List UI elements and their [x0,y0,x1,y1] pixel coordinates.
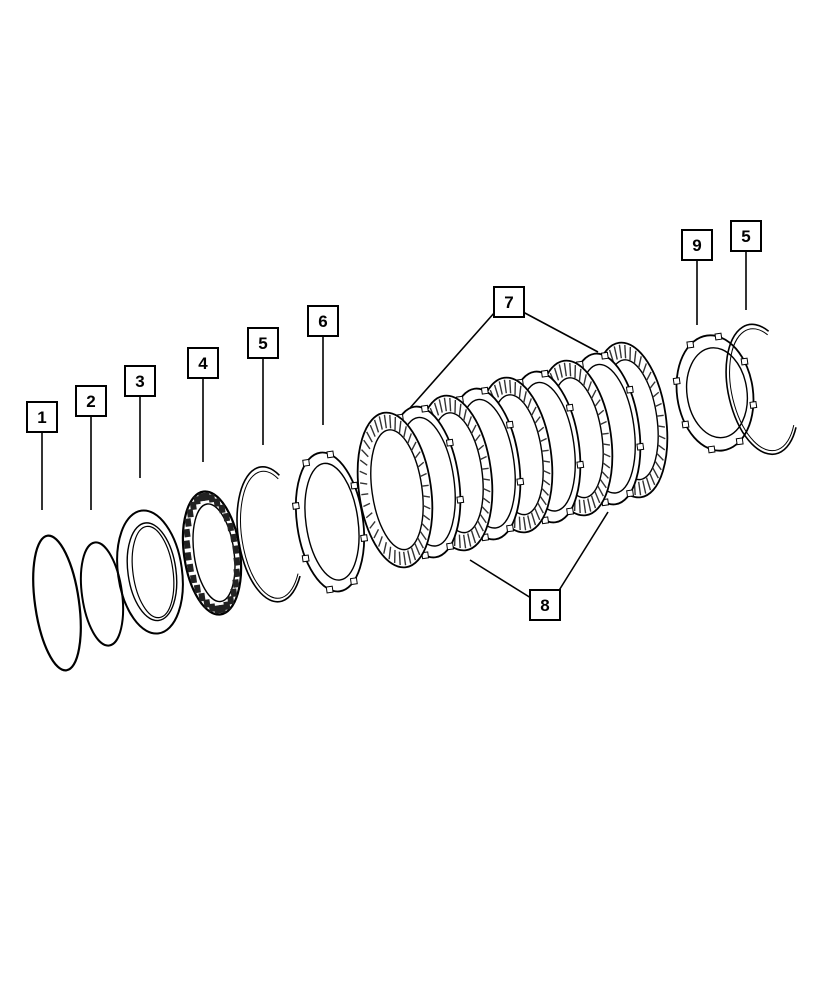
callout-label: 3 [135,372,144,391]
leader-line [522,311,599,353]
callout-label: 6 [318,312,327,331]
callout-c5a: 5 [247,327,279,359]
callout-c1: 1 [26,401,58,433]
callout-c2: 2 [75,385,107,417]
callout-label: 2 [86,392,95,411]
callout-c6: 6 [307,305,339,337]
leader-line [469,559,532,599]
callout-c9: 9 [681,229,713,261]
pressure-plate-6 [291,450,369,594]
callout-c4: 4 [187,347,219,379]
callout-label: 7 [504,293,513,312]
snap-ring-5 [236,466,301,603]
callout-c8: 8 [529,589,561,621]
callout-label: 5 [741,227,750,246]
friction-disc-8 [356,411,434,569]
snap-ring-5b [725,323,797,456]
callout-label: 9 [692,236,701,255]
callout-label: 5 [258,334,267,353]
callout-label: 4 [198,354,208,373]
callout-c3: 3 [124,365,156,397]
callout-c5b: 5 [730,220,762,252]
callout-label: 1 [37,408,46,427]
callout-c7: 7 [493,286,525,318]
callout-label: 8 [540,596,549,615]
reaction-plate-9 [672,332,758,454]
hub-3-inner [131,525,175,619]
leader-line [557,511,609,593]
leader-line [409,311,496,409]
reaction-plate-4 [181,490,243,616]
seal-ring-2 [79,541,125,647]
hub-3 [116,509,184,635]
o-ring-1 [32,534,82,672]
